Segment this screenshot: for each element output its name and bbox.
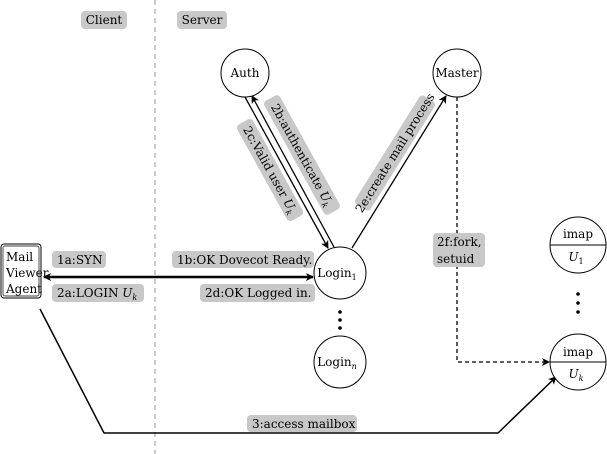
svg-text:Client: Client bbox=[86, 13, 123, 27]
label-1b-ready: 1b:OK Dovecot Ready. bbox=[172, 251, 314, 268]
edge-access-mailbox bbox=[39, 308, 557, 434]
svg-text:2d:OK Logged in.: 2d:OK Logged in. bbox=[205, 286, 312, 300]
node-auth: Auth bbox=[220, 48, 270, 98]
svg-text:Master: Master bbox=[435, 66, 479, 80]
svg-text:Agent: Agent bbox=[5, 282, 42, 296]
ellipsis-imaps bbox=[576, 292, 580, 314]
node-login-n: Loginn bbox=[313, 335, 367, 389]
svg-text:Mail: Mail bbox=[6, 250, 33, 264]
label-2a-login: 2a:LOGIN Uk bbox=[52, 284, 144, 302]
svg-text:3:access mailbox: 3:access mailbox bbox=[252, 417, 356, 431]
svg-text:2e:create mail process: 2e:create mail process bbox=[352, 91, 437, 215]
svg-text:Viewer: Viewer bbox=[5, 266, 49, 280]
edge-authenticate bbox=[251, 95, 335, 248]
svg-text:2a:LOGIN Uk: 2a:LOGIN Uk bbox=[57, 286, 137, 302]
svg-text:Server: Server bbox=[182, 13, 223, 27]
svg-text:Login1: Login1 bbox=[317, 266, 357, 282]
ellipsis-logins bbox=[338, 310, 342, 330]
svg-text:imap: imap bbox=[563, 227, 593, 241]
edge-valid-user bbox=[244, 96, 329, 249]
client-header: Client bbox=[81, 11, 127, 29]
svg-text:1b:OK Dovecot Ready.: 1b:OK Dovecot Ready. bbox=[177, 253, 312, 267]
svg-text:Auth: Auth bbox=[230, 66, 260, 80]
label-2f-fork-setuid: 2f:fork, setuid bbox=[433, 233, 485, 267]
label-3-access-mailbox: 3:access mailbox bbox=[247, 415, 357, 432]
svg-text:U1: U1 bbox=[568, 250, 583, 266]
svg-text:setuid: setuid bbox=[437, 252, 475, 266]
svg-text:Loginn: Loginn bbox=[317, 355, 357, 371]
svg-text:2f:fork,: 2f:fork, bbox=[437, 235, 482, 249]
label-2e-create-mail-process: 2e:create mail process bbox=[352, 91, 437, 215]
label-2d-logged-in: 2d:OK Logged in. bbox=[200, 284, 315, 302]
svg-text:imap: imap bbox=[563, 345, 593, 359]
node-master: Master bbox=[432, 48, 482, 98]
edge-create-mail-process bbox=[351, 95, 447, 249]
svg-text:Uk: Uk bbox=[569, 367, 584, 383]
label-2b-authenticate: 2b:authenticate Uk bbox=[264, 95, 340, 215]
svg-text:1a:SYN: 1a:SYN bbox=[57, 253, 102, 267]
server-header: Server bbox=[177, 11, 227, 29]
node-login-1: Login1 bbox=[313, 246, 367, 300]
edge-fork bbox=[456, 97, 550, 366]
label-1a-syn: 1a:SYN bbox=[52, 251, 106, 268]
